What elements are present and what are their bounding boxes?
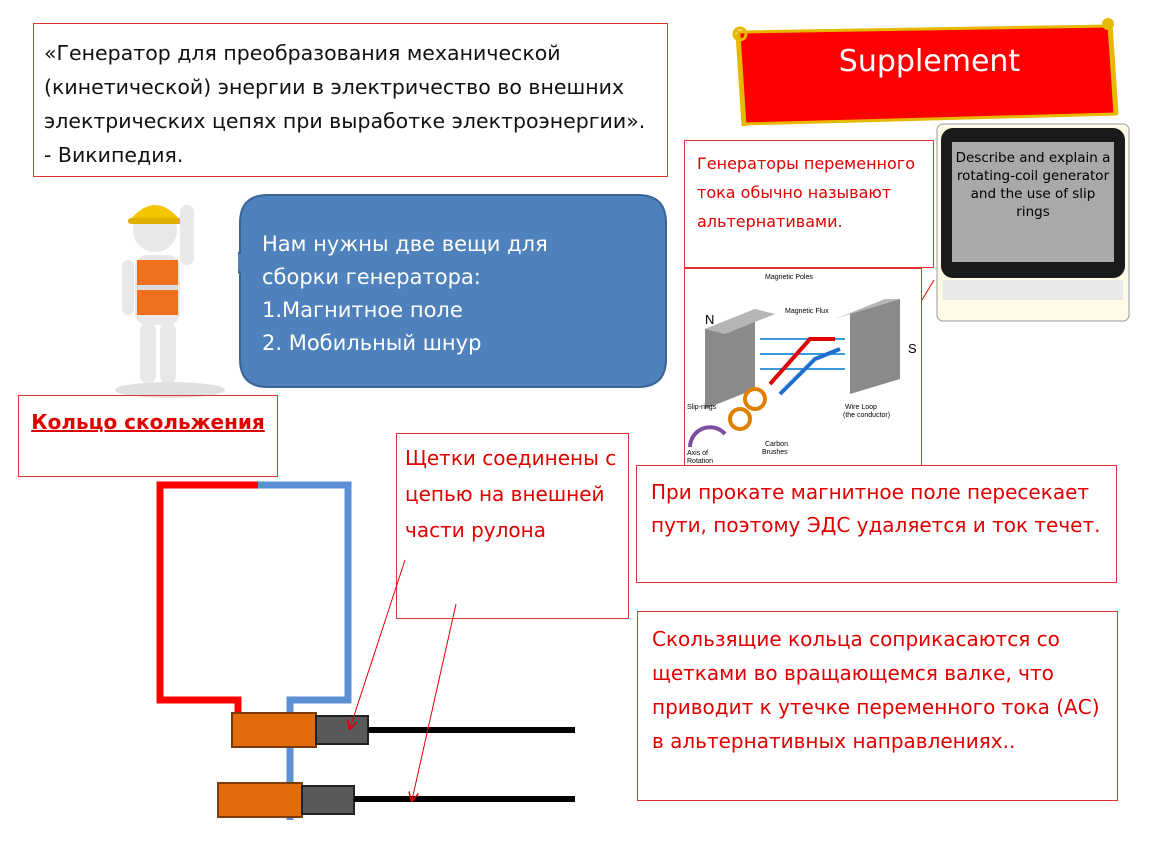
tablet-prompt: Describe and explain a rotating-coil gen… (935, 122, 1131, 323)
scroll-shape (732, 18, 1119, 127)
circuit-drawing (156, 481, 575, 820)
brush-2 (217, 782, 303, 818)
slip-ring-title: Кольцо скольжения (18, 395, 278, 477)
generator-illustration: Magnetic Poles Magnetic Flux N S Slip-ri… (687, 274, 917, 465)
label-north: N (705, 312, 714, 327)
construction-worker-icon (115, 205, 225, 398)
label-slip-rings: Slip-rings (687, 404, 717, 411)
label-brushes: Brushes (762, 449, 788, 456)
tablet-text: Describe and explain a rotating-coil gen… (955, 150, 1111, 220)
worker-figure (100, 185, 240, 400)
label-axis-of: Axis of (687, 450, 708, 457)
brush-1 (231, 712, 317, 748)
emf-note: При прокате магнитное поле пересекает пу… (636, 465, 1117, 583)
contact-2 (301, 785, 355, 815)
tablet-icon (936, 123, 1130, 322)
label-wire-loop: Wire Loop (845, 404, 877, 411)
speech-text: Нам нужны две вещи для сборки генератора… (262, 228, 652, 360)
slip-ring-circuit (150, 475, 590, 835)
speech-bubble-shape (177, 194, 667, 388)
brushes-note: Щетки соединены с цепью на внешней части… (396, 433, 629, 619)
contact-1 (315, 715, 369, 745)
slip-rings-note: Скользящие кольца соприкасаются со щетка… (637, 611, 1118, 801)
ac-generators-note: Генераторы переменного тока обычно назыв… (684, 140, 934, 268)
banner-label: Supplement (838, 44, 1021, 79)
generator-diagram: Magnetic Poles Magnetic Flux N S Slip-ri… (684, 268, 922, 466)
speech-line-2: сборки генератора: (262, 265, 481, 289)
label-magnetic-flux: Magnetic Flux (785, 308, 829, 315)
speech-bubble (177, 193, 668, 389)
label-conductor: (the conductor) (843, 412, 890, 419)
label-magnetic-poles: Magnetic Poles (765, 274, 813, 281)
label-south: S (908, 341, 917, 356)
speech-line-1: Нам нужны две вещи для (262, 232, 548, 256)
wikipedia-quote-box: «Генератор для преобразования механическ… (33, 23, 668, 177)
label-carbon: Carbon (765, 441, 788, 448)
label-rotation: Rotation (687, 458, 713, 465)
speech-line-4: 2. Мобильный шнур (262, 331, 482, 355)
speech-line-3: 1.Магнитное поле (262, 298, 463, 322)
supplement-banner: Supplement (724, 14, 1124, 132)
